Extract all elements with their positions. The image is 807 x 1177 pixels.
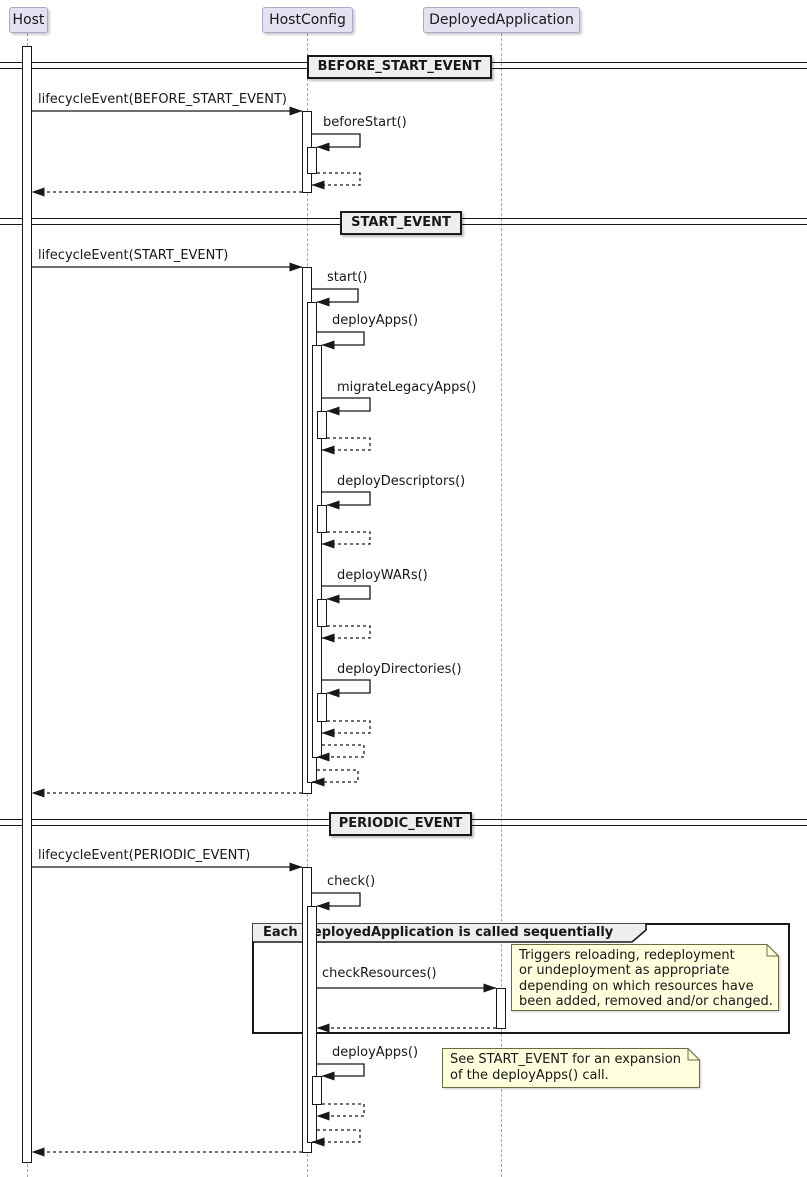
message-label-lifecycle-start: lifecycleEvent(START_EVENT) xyxy=(38,248,229,263)
note-triggers-line-4: been added, removed and/or changed. xyxy=(519,994,773,1009)
group-header-shape xyxy=(252,923,647,943)
activation-bar-deployapps-periodic xyxy=(312,1076,322,1105)
self-call-deploydirectories xyxy=(322,679,371,698)
self-call-deploywars xyxy=(322,585,371,604)
self-call-check xyxy=(312,892,361,911)
message-label-deployapps: deployApps() xyxy=(332,313,419,328)
self-return-check xyxy=(311,1129,361,1147)
message-label-migratelegacyapps: migrateLegacyApps() xyxy=(337,380,477,395)
self-call-start xyxy=(312,288,359,307)
lifeline-deployedapplication xyxy=(501,33,502,1177)
note-see-start-event-line-2: of the deployApps() call. xyxy=(450,1068,609,1083)
activation-bar-deploydirectories xyxy=(317,693,327,722)
self-return-deploydirectories xyxy=(321,720,371,738)
self-return-deploydescriptors xyxy=(321,531,371,549)
message-label-start: start() xyxy=(327,270,368,285)
self-call-deployapps xyxy=(317,331,365,350)
participant-hostconfig: HostConfig xyxy=(262,7,353,33)
message-label-deployapps-periodic: deployApps() xyxy=(332,1045,419,1060)
participant-host: Host xyxy=(9,7,48,33)
self-return-migratelegacyapps xyxy=(321,437,371,455)
message-label-beforestart: beforeStart() xyxy=(323,115,407,130)
message-label-deploydescriptors: deployDescriptors() xyxy=(337,474,466,489)
group-header-title: Each DeployedApplication is called seque… xyxy=(263,925,614,940)
activation-bar-deployedapplication xyxy=(496,988,506,1029)
note-triggers-line-2: or undeployment as appropriate xyxy=(519,963,730,978)
note-see-start-event-line-1: See START_EVENT for an expansion xyxy=(450,1052,681,1067)
self-return-beforestart xyxy=(311,172,361,190)
self-call-migratelegacyapps xyxy=(322,397,371,416)
self-call-deployapps-periodic xyxy=(317,1063,365,1081)
divider-before-start-event: BEFORE_START_EVENT xyxy=(307,55,492,79)
activation-bar-deploywars xyxy=(317,599,327,627)
message-label-deploywars: deployWARs() xyxy=(337,568,428,583)
self-call-deploydescriptors xyxy=(322,491,371,510)
self-call-beforestart xyxy=(312,133,361,152)
divider-periodic-event: PERIODIC_EVENT xyxy=(329,812,472,836)
activation-bar-beforestart xyxy=(307,147,317,174)
participant-deployedapplication: DeployedApplication xyxy=(423,7,580,33)
note-triggers-line-3: depending on which resources have xyxy=(519,979,754,994)
note-see-start-event-shape xyxy=(442,1048,700,1088)
self-return-deploywars xyxy=(321,625,371,643)
activation-bar-migratelegacyapps xyxy=(317,411,327,439)
divider-start-event: START_EVENT xyxy=(340,211,462,235)
note-triggers-line-1: Triggers reloading, redeployment xyxy=(519,948,735,963)
activation-bar-host xyxy=(22,46,32,1163)
self-return-deployapps-periodic xyxy=(316,1103,365,1121)
message-label-deploydirectories: deployDirectories() xyxy=(337,662,462,677)
message-label-check: check() xyxy=(327,874,376,889)
message-label-lifecycle-periodic: lifecycleEvent(PERIODIC_EVENT) xyxy=(38,848,251,863)
self-return-deployapps xyxy=(316,744,365,762)
note-triggers-shape xyxy=(511,944,779,1011)
message-label-lifecycle-before-start: lifecycleEvent(BEFORE_START_EVENT) xyxy=(38,92,287,107)
activation-bar-deploydescriptors xyxy=(317,505,327,533)
message-label-checkresources: checkResources() xyxy=(322,966,437,981)
self-return-start xyxy=(311,769,359,787)
